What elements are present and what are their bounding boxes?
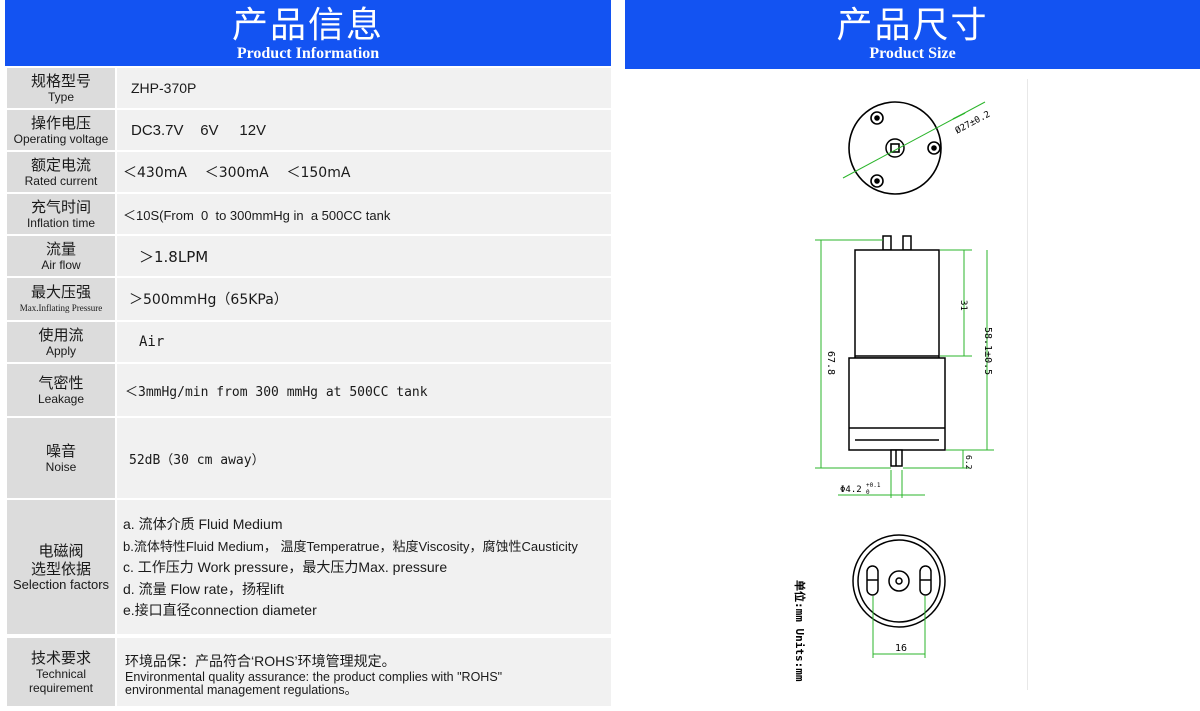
label-zh: 规格型号 [30, 72, 91, 90]
spec-row-current: 额定电流 Rated current ＜430mA ＜300mA ＜150mA [5, 152, 611, 192]
spec-row-pressure: 最大压强 Max.Inflating Pressure ＞500mmHg（65K… [5, 278, 611, 320]
list-item: b.流体特性Fluid Medium， 温度Temperatrue，粘度Visc… [123, 538, 578, 554]
label-en: Inflation time [26, 216, 96, 230]
spec-row-type: 规格型号 Type ZHP-370P [5, 68, 611, 108]
label-zh: 最大压强 [30, 283, 91, 301]
spec-label: 流量 Air flow [7, 236, 115, 276]
label-en: Selection factors [12, 577, 110, 592]
spec-row-noise: 噪音 Noise 52dB（30 cm away） [5, 418, 611, 498]
tech-line-zh: 环境品保：产品符合‘ROHS’环境管理规定。 [125, 653, 396, 669]
label-zh: 电磁阀 [38, 542, 84, 560]
label-zh: 额定电流 [30, 156, 91, 174]
spec-row-apply: 使用流 Apply Air [5, 322, 611, 362]
label-zh: 选型依据 [30, 560, 91, 578]
spec-value: ZHP-370P [117, 68, 611, 108]
list-item: e.接口直径connection diameter [123, 602, 317, 618]
header-title-en: Product Size [869, 45, 956, 62]
label-zh: 操作电压 [30, 114, 91, 132]
label-en: Rated current [24, 174, 98, 188]
spec-label: 噪音 Noise [7, 418, 115, 498]
label-en: Max.Inflating Pressure [19, 303, 103, 313]
header-title-en: Product Information [236, 45, 380, 62]
label-en: requirement [28, 681, 94, 695]
label-en: Operating voltage [13, 132, 109, 146]
spec-value: ＜430mA ＜300mA ＜150mA [117, 152, 611, 192]
label-en: Type [47, 90, 74, 104]
label-en: Noise [45, 460, 77, 474]
spec-label: 技术要求 Technical requirement [7, 638, 115, 706]
label-zh: 使用流 [38, 326, 84, 344]
spec-value: Air [117, 322, 611, 362]
label-zh: 流量 [45, 240, 76, 258]
spec-label: 电磁阀 选型依据 Selection factors [7, 500, 115, 634]
tech-line-en: environmental management regulations。 [125, 683, 358, 697]
header-title-zh: 产品信息 [231, 5, 384, 46]
tech-line-en: Environmental quality assurance: the pro… [125, 670, 503, 684]
spec-value: ＞500mmHg（65KPa） [117, 278, 611, 320]
label-en: Technical [35, 667, 87, 681]
spec-label: 操作电压 Operating voltage [7, 110, 115, 150]
label-en: Apply [45, 344, 77, 358]
spec-row-flow: 流量 Air flow ＞1.8LPM [5, 236, 611, 276]
spec-row-inflation: 充气时间 Inflation time ＜10S(From 0 to 300mm… [5, 194, 611, 234]
label-zh: 气密性 [38, 374, 84, 392]
label-zh: 充气时间 [30, 198, 91, 216]
spec-value: ＜3mmHg/min from 300 mmHg at 500CC tank [117, 364, 611, 416]
spec-label: 气密性 Leakage [7, 364, 115, 416]
dimension-drawing-area [625, 69, 1200, 711]
list-item: a. 流体介质 Fluid Medium [123, 516, 283, 532]
spec-value: ＞1.8LPM [117, 236, 611, 276]
product-size-header: 产品尺寸 Product Size [625, 0, 1200, 69]
product-information-header: 产品信息 Product Information [5, 0, 611, 66]
spec-value: ＜10S(From 0 to 300mmHg in a 500CC tank [117, 194, 611, 234]
list-item: c. 工作压力 Work pressure，最大压力Max. pressure [123, 559, 448, 575]
spec-row-voltage: 操作电压 Operating voltage DC3.7V 6V 12V [5, 110, 611, 150]
spec-value: DC3.7V 6V 12V [117, 110, 611, 150]
spec-value: 52dB（30 cm away） [117, 418, 611, 498]
spec-row-tech: 技术要求 Technical requirement 环境品保：产品符合‘ROH… [5, 638, 611, 706]
label-en: Leakage [37, 392, 85, 406]
list-item: d. 流量 Flow rate，扬程lift [123, 580, 285, 597]
label-en: Air flow [41, 258, 81, 272]
spec-row-leakage: 气密性 Leakage ＜3mmHg/min from 300 mmHg at … [5, 364, 611, 416]
spec-label: 规格型号 Type [7, 68, 115, 108]
selection-factors-list: a. 流体介质 Fluid Medium b.流体特性Fluid Medium，… [117, 500, 611, 634]
spec-label: 最大压强 Max.Inflating Pressure [7, 278, 115, 320]
spec-label: 使用流 Apply [7, 322, 115, 362]
label-zh: 技术要求 [30, 649, 91, 667]
tech-requirement-text: 环境品保：产品符合‘ROHS’环境管理规定。 Environmental qua… [117, 638, 611, 706]
spec-row-selection: 电磁阀 选型依据 Selection factors a. 流体介质 Fluid… [5, 500, 611, 634]
header-title-zh: 产品尺寸 [836, 5, 989, 46]
spec-label: 充气时间 Inflation time [7, 194, 115, 234]
drawing-border-line [1027, 79, 1028, 690]
spec-label: 额定电流 Rated current [7, 152, 115, 192]
label-zh: 噪音 [45, 442, 76, 460]
